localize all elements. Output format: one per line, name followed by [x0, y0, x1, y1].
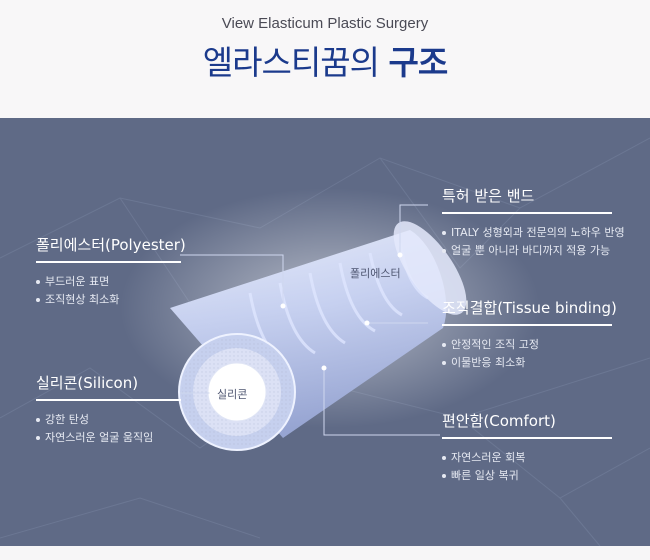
label-polyester-title: 폴리에스터(Polyester) [36, 236, 186, 254]
label-silicon: 실리콘(Silicon) 강한 탄성 자연스러운 얼굴 움직임 [36, 372, 181, 447]
label-tissue-bullets: 안정적인 조직 고정 이물반응 최소화 [442, 336, 612, 372]
list-item: 조직현상 최소화 [36, 291, 181, 309]
page-title-main: 엘라스티꿈의 [202, 43, 380, 82]
list-item: 자연스러운 얼굴 움직임 [36, 429, 181, 447]
label-band-bullets: ITALY 성형외과 전문의의 노하우 반영 얼굴 뿐 아니라 바디까지 적용 … [442, 224, 625, 260]
label-silicon-divider [36, 399, 181, 401]
label-polyester-bullets: 부드러운 표면 조직현상 최소화 [36, 273, 181, 309]
connector-dots [209, 252, 403, 396]
label-silicon-title: 실리콘(Silicon) [36, 374, 139, 392]
header: View Elasticum Plastic Surgery 엘라스티꿈의 구조 [0, 0, 650, 118]
structure-illustration [0, 137, 650, 546]
list-item: 안정적인 조직 고정 [442, 336, 612, 354]
list-item: 부드러운 표면 [36, 273, 181, 291]
page-title: 엘라스티꿈의 구조 [0, 36, 650, 84]
connector-lines [180, 204, 440, 436]
page-subtitle: View Elasticum Plastic Surgery [221, 15, 429, 32]
label-band-title: 특허 받은 밴드 [442, 187, 535, 205]
label-polyester-divider [36, 261, 181, 263]
tube-end-cap [393, 221, 467, 315]
label-band-divider [442, 212, 612, 214]
label-comfort: 편안함(Comfort) 자연스러운 회복 빠른 일상 복귀 [442, 410, 612, 485]
label-tissue-divider [442, 324, 612, 326]
tube-inner-label: 폴리에스터 [350, 267, 401, 280]
list-item: 강한 탄성 [36, 411, 181, 429]
label-tissue-title: 조직결합(Tissue binding) [442, 299, 617, 317]
label-silicon-bullets: 강한 탄성 자연스러운 얼굴 움직임 [36, 411, 181, 447]
list-item: ITALY 성형외과 전문의의 노하우 반영 [442, 224, 625, 242]
structure-panel: 폴리에스터 실리콘 특허 받은 밴드 ITALY 성형외과 전문의의 노하우 반… [0, 118, 650, 546]
footer-strip [0, 546, 650, 560]
list-item: 이물반응 최소화 [442, 354, 612, 372]
label-band: 특허 받은 밴드 ITALY 성형외과 전문의의 노하우 반영 얼굴 뿐 아니라… [442, 185, 625, 260]
list-item: 자연스러운 회복 [442, 449, 612, 467]
label-comfort-title: 편안함(Comfort) [442, 412, 556, 430]
label-comfort-bullets: 자연스러운 회복 빠른 일상 복귀 [442, 449, 612, 485]
list-item: 빠른 일상 복귀 [442, 467, 612, 485]
label-tissue-binding: 조직결합(Tissue binding) 안정적인 조직 고정 이물반응 최소화 [442, 297, 617, 372]
page-title-bold: 구조 [388, 43, 448, 82]
label-polyester: 폴리에스터(Polyester) 부드러운 표면 조직현상 최소화 [36, 234, 186, 309]
tube-core-label: 실리콘 [217, 388, 248, 401]
label-comfort-divider [442, 437, 612, 439]
list-item: 얼굴 뿐 아니라 바디까지 적용 가능 [442, 242, 612, 260]
tube-cross-section [178, 333, 296, 451]
